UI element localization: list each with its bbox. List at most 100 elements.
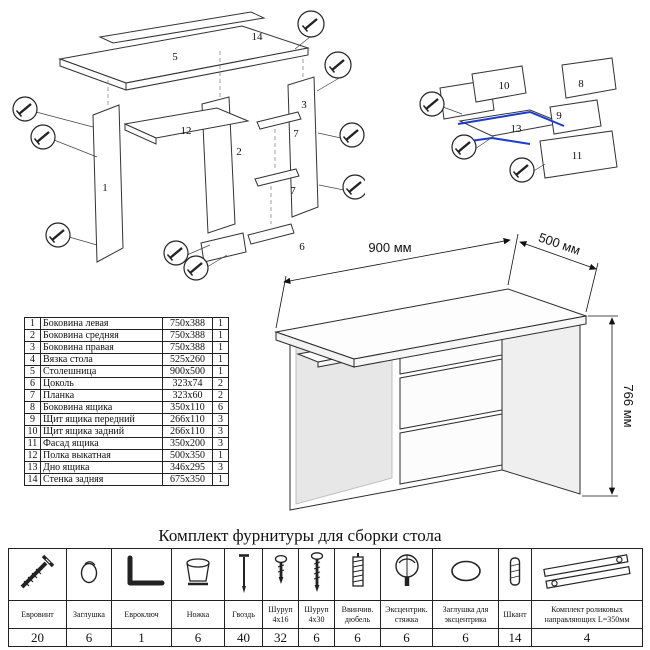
hardware-name: Гвоздь: [224, 600, 263, 629]
desk-panels: [58, 11, 319, 263]
hardware-name: Комплект роликовых направляющих L=350мм: [531, 600, 643, 629]
part-name: Боковина правая: [40, 341, 163, 354]
part-size: 500x350: [162, 449, 213, 462]
hardware-names-row: Евровинт Заглушка Евроключ Ножка Гвоздь …: [8, 600, 643, 629]
wood-dowel-icon-cell: [498, 548, 532, 601]
exploded-view-drawer: 10 8 13 9 11: [419, 57, 618, 183]
cam-cap-icon: [450, 560, 481, 582]
cam-lock-icon-cell: [380, 548, 433, 601]
dimension-depth-label: 500 мм: [537, 230, 583, 258]
part-name: Дно ящика: [40, 461, 163, 474]
part-qty: 3: [212, 413, 229, 426]
wood-dowel-icon: [509, 557, 521, 586]
part-number: 14: [24, 473, 41, 486]
part-size: 346x295: [162, 461, 213, 474]
alignment-lines: [107, 51, 304, 224]
hardware-name: Ножка: [171, 600, 225, 629]
part-number: 5: [24, 365, 41, 378]
part-number: 13: [24, 461, 41, 474]
part-name: Планка: [40, 389, 163, 402]
hardware-qty: 6: [334, 628, 381, 647]
part-number: 3: [24, 341, 41, 354]
part-number: 2: [24, 329, 41, 342]
part-size: 750x388: [162, 341, 213, 354]
hardware-qty: 6: [66, 628, 112, 647]
euroscrew-icon: [20, 554, 54, 589]
roller-guide-highlight: [457, 110, 565, 145]
foot-icon: [186, 558, 210, 586]
part-qty: 1: [212, 329, 229, 342]
hardware-name: Шкант: [498, 600, 532, 629]
assembled-desk-drawing: 900 мм 500 мм 766 мм: [274, 230, 634, 511]
dimension-lines: [275, 233, 618, 497]
hardware-qty-row: 20 6 1 6 40 32 6 6 6 6 14 4: [8, 628, 643, 647]
part-name: Боковина левая: [40, 317, 163, 330]
hexkey-icon: [127, 555, 164, 586]
part-label-11: 11: [572, 150, 583, 162]
drawer-panels: [439, 57, 618, 179]
part-8-side: [561, 57, 617, 99]
hardware-qty: 4: [531, 628, 643, 647]
part-10-back-shield: [471, 65, 527, 103]
part-qty: 2: [212, 389, 229, 402]
part-label-14: 14: [252, 31, 264, 43]
part-qty: 3: [212, 461, 229, 474]
exploded-view-desk: 14 5 1 12 2 3 7 7 6: [12, 10, 365, 281]
hardware-qty: 6: [298, 628, 335, 647]
part-label-13: 13: [511, 123, 523, 135]
part-7-bar-bottom: [254, 168, 300, 187]
part-name: Цоколь: [40, 377, 163, 390]
hardware-name: Ввинчив. дюбель: [334, 600, 381, 629]
part-number: 11: [24, 437, 41, 450]
part-number: 7: [24, 389, 41, 402]
part-14-back-wall: [98, 11, 266, 44]
part-size: 750x388: [162, 317, 213, 330]
part-size: 675x350: [162, 473, 213, 486]
drawer-slides-icon-cell: [531, 548, 643, 601]
hardware-qty: 6: [380, 628, 433, 647]
desk-body: [274, 288, 588, 511]
hardware-qty: 32: [262, 628, 299, 647]
screw-small-icon: [274, 554, 287, 584]
drawer-front-2: [399, 358, 503, 430]
part-qty: 1: [212, 473, 229, 486]
part-4-tie-panel: [200, 232, 247, 263]
part-2-middle-panel: [201, 96, 236, 234]
part-name: Боковина средняя: [40, 329, 163, 342]
hardware-qty: 1: [111, 628, 172, 647]
dimension-height-label: 766 мм: [621, 384, 634, 427]
hardware-qty: 6: [432, 628, 499, 647]
part-7-bar-top: [256, 111, 302, 130]
part-label-1: 1: [102, 182, 108, 194]
hardware-kit-title: Комплект фурнитуры для сборки стола: [158, 526, 442, 545]
part-qty: 1: [212, 353, 229, 366]
cap-icon: [80, 561, 98, 584]
part-label-9: 9: [556, 110, 562, 122]
cam-lock-icon: [394, 554, 419, 586]
nail-icon-cell: [224, 548, 263, 601]
part-11-facade: [539, 130, 618, 179]
part-size: 900x500: [162, 365, 213, 378]
hardware-table: Евровинт Заглушка Евроключ Ножка Гвоздь …: [8, 548, 643, 647]
hardware-qty: 40: [224, 628, 263, 647]
part-number: 12: [24, 449, 41, 462]
part-qty: 1: [212, 449, 229, 462]
part-name: Фасад ящика: [40, 437, 163, 450]
part-name: Боковина ящика: [40, 401, 163, 414]
part-label-10: 10: [499, 80, 511, 92]
foot-icon-cell: [171, 548, 225, 601]
part-number: 9: [24, 413, 41, 426]
callout-leader-lines: [35, 36, 345, 268]
part-qty: 1: [212, 341, 229, 354]
